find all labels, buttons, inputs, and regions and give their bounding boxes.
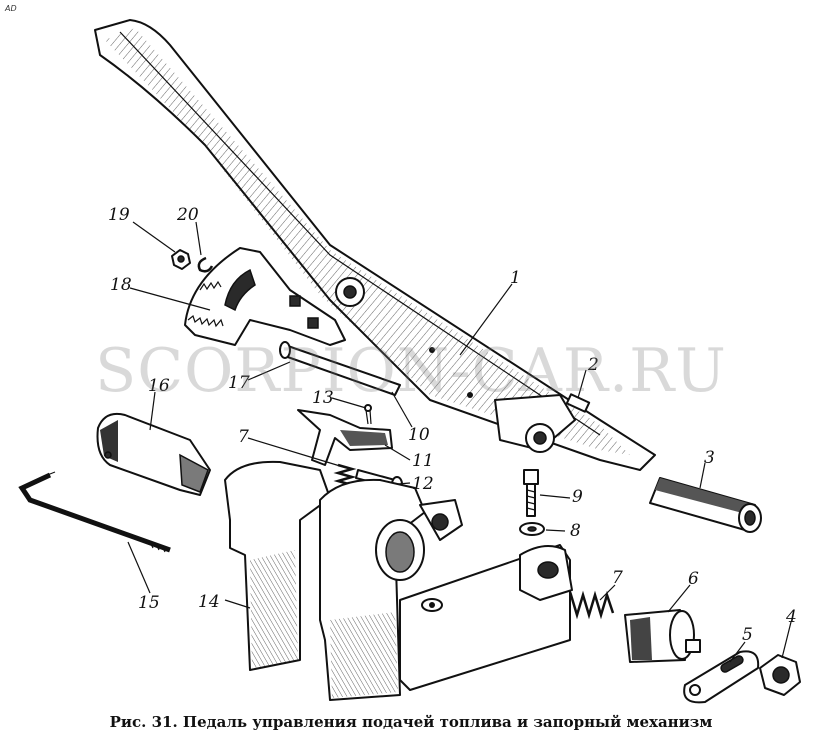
callout-13: 13: [312, 388, 334, 408]
callout-1: 1: [510, 268, 521, 288]
callout-3: 3: [704, 448, 715, 468]
callout-4: 4: [785, 607, 797, 627]
part-19-nut: [171, 249, 191, 270]
part-18-sector: [184, 247, 346, 346]
part-5-plate: [683, 650, 760, 704]
part-17-long-pin: [279, 341, 401, 396]
part-11-latch: [297, 409, 393, 466]
leader-lines: [127, 221, 792, 663]
callout-15: 15: [138, 593, 160, 613]
callout-16: 16: [148, 376, 170, 396]
callout-5: 5: [742, 625, 753, 645]
callout-9: 9: [572, 487, 583, 507]
part-20-washer: [197, 256, 214, 273]
callout-11: 11: [412, 451, 434, 471]
callout-14: 14: [198, 592, 220, 612]
callout-19: 19: [108, 205, 130, 225]
part-3-bushing: [649, 477, 762, 533]
part-16-cylinder: [96, 412, 211, 496]
part-4-nut: [759, 654, 801, 696]
part-1-pedal: [94, 19, 656, 471]
part-14-housing: [224, 460, 573, 701]
part-7-spring-right: [563, 590, 615, 620]
part-9-bolt: [523, 469, 539, 517]
callout-2: 2: [587, 355, 599, 375]
callout-7-right: 7: [612, 568, 623, 588]
callout-8: 8: [570, 521, 581, 541]
callout-12: 12: [412, 474, 434, 494]
part-15-rod: [18, 471, 171, 553]
callout-18: 18: [110, 275, 132, 295]
figure-caption: Рис. 31. Педаль управления подачей топли…: [109, 713, 713, 731]
callout-7-top: 7: [238, 427, 249, 447]
part-8-washer: [519, 522, 545, 536]
callout-17: 17: [228, 373, 250, 393]
callout-numbers: 19 20 18 1 2 3 4 5 6 7 7 8 9 10 11 12 13…: [108, 205, 797, 645]
callout-6: 6: [688, 569, 699, 589]
part-2-pin: [565, 393, 591, 413]
corner-mark: AD: [5, 4, 17, 13]
part-6-plunger: [624, 609, 701, 663]
callout-10: 10: [408, 425, 430, 445]
callout-20: 20: [176, 205, 199, 225]
